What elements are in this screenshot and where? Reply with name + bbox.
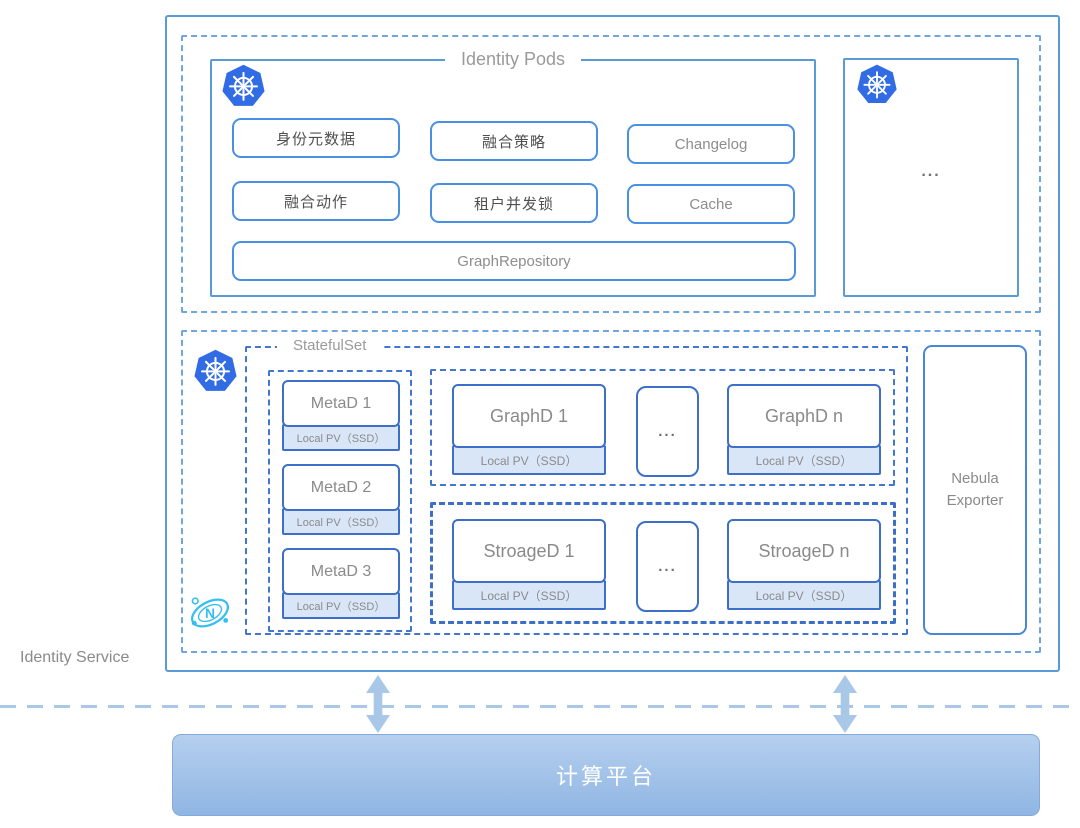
graphd-group-box (430, 369, 895, 486)
pod-module-tenant-lock: 租户并发锁 (430, 183, 598, 223)
storaged-n-card: StroageD n Local PV（SSD） (727, 519, 881, 610)
storaged-n-label: StroageD n (727, 519, 881, 583)
graphd-1-label: GraphD 1 (452, 384, 606, 448)
pod-module-graph-repository: GraphRepository (232, 241, 796, 281)
kubernetes-icon (193, 348, 238, 393)
double-arrow-icon (832, 675, 858, 733)
metad-2-label: MetaD 2 (282, 464, 400, 511)
local-pv-label: Local PV（SSD） (282, 424, 400, 451)
identity-pods-title: Identity Pods (444, 49, 582, 70)
metad-1-card: MetaD 1 Local PV（SSD） (282, 380, 400, 451)
pod-module-cache: Cache (627, 184, 795, 224)
nebula-exporter-box: Nebula Exporter (923, 345, 1027, 635)
double-arrow-icon (365, 675, 391, 733)
metad-group-box (268, 370, 412, 632)
pod-module-fusion-strategy: 融合策略 (430, 121, 598, 161)
metad-3-card: MetaD 3 Local PV（SSD） (282, 548, 400, 619)
metad-2-card: MetaD 2 Local PV（SSD） (282, 464, 400, 535)
identity-service-label: Identity Service (20, 649, 130, 666)
local-pv-label: Local PV（SSD） (727, 580, 881, 610)
graphd-1-card: GraphD 1 Local PV（SSD） (452, 384, 606, 475)
pod-module-changelog: Changelog (627, 124, 795, 164)
nebula-graph-icon (186, 591, 234, 635)
storaged-1-label: StroageD 1 (452, 519, 606, 583)
local-pv-label: Local PV（SSD） (282, 592, 400, 619)
statefulset-box: StatefulSet (245, 337, 908, 635)
pods-replica-box (843, 58, 1019, 297)
metad-1-label: MetaD 1 (282, 380, 400, 427)
local-pv-label: Local PV（SSD） (452, 580, 606, 610)
graphd-ellipsis-box: ... (636, 386, 699, 477)
storaged-1-card: StroageD 1 Local PV（SSD） (452, 519, 606, 610)
statefulset-title: StatefulSet (277, 337, 383, 354)
kubernetes-icon (221, 63, 266, 108)
local-pv-label: Local PV（SSD） (282, 508, 400, 535)
graphd-n-label: GraphD n (727, 384, 881, 448)
pod-module-identity-metadata: 身份元数据 (232, 118, 400, 158)
identity-service-box (165, 15, 1060, 672)
local-pv-label: Local PV（SSD） (727, 445, 881, 475)
boundary-dashed-line (0, 705, 1080, 708)
storaged-ellipsis-box: ... (636, 521, 699, 612)
kubernetes-icon (856, 63, 898, 105)
compute-platform-box: 计算平台 (172, 734, 1040, 816)
storaged-group-box (430, 502, 896, 624)
pod-module-fusion-action: 融合动作 (232, 181, 400, 221)
graphd-n-card: GraphD n Local PV（SSD） (727, 384, 881, 475)
local-pv-label: Local PV（SSD） (452, 445, 606, 475)
pods-replica-ellipsis: ... (921, 163, 941, 180)
storage-section-box (181, 330, 1041, 653)
pods-section-box (181, 35, 1041, 313)
metad-3-label: MetaD 3 (282, 548, 400, 595)
